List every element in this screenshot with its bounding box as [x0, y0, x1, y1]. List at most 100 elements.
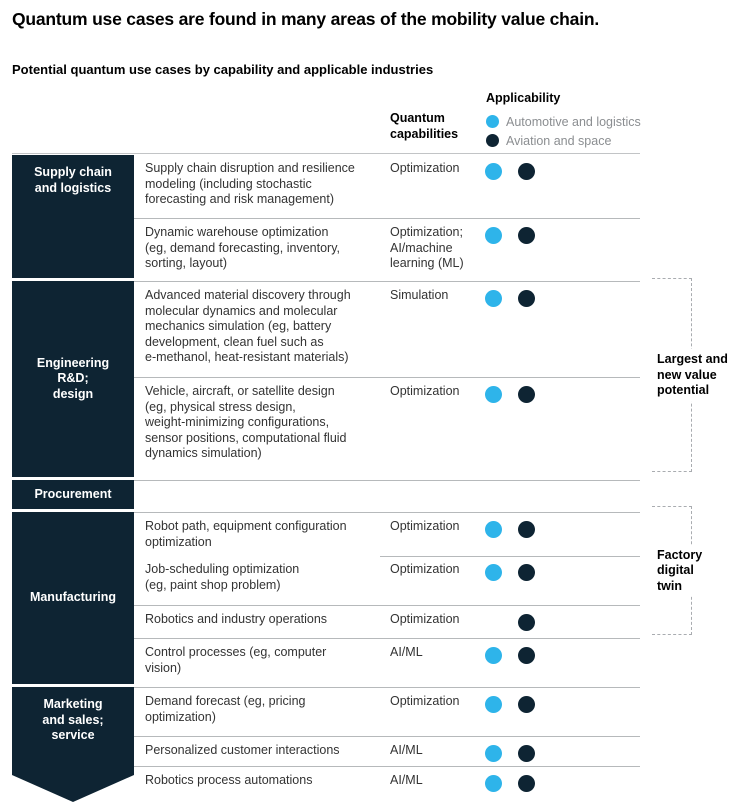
section-rows: [134, 480, 640, 509]
use-case-text: Robot path, equipment configuration opti…: [145, 519, 347, 549]
capability-text: AI/ML: [390, 773, 423, 787]
table-row: Robotics process automations AI/ML: [134, 766, 640, 796]
use-case-text: Demand forecast (eg, pricing optimizatio…: [145, 694, 306, 724]
aviation-dot-icon: [518, 386, 535, 403]
automotive-dot-icon: [485, 163, 502, 180]
table-row: Control processes (eg, computer vision) …: [134, 638, 640, 684]
category-cell: Procurement: [12, 480, 134, 509]
aviation-dot-icon: [518, 227, 535, 244]
capability-text: Optimization: [390, 612, 460, 626]
table-row: Robot path, equipment configuration opti…: [134, 513, 640, 556]
section-rows: Supply chain disruption and resilience m…: [134, 155, 640, 278]
use-case-text: Robotics process automations: [145, 773, 313, 787]
automotive-dot-icon: [485, 386, 502, 403]
applicability-dots: [485, 773, 535, 796]
aviation-legend-dot-icon: [486, 134, 499, 147]
use-case-text: Vehicle, aircraft, or satellite design (…: [145, 384, 347, 460]
table-row: Vehicle, aircraft, or satellite design (…: [134, 377, 640, 477]
table-row: Robotics and industry operations Optimiz…: [134, 605, 640, 638]
annotation-label: Factory digital twin: [657, 544, 745, 597]
capability-text: AI/ML: [390, 645, 423, 659]
automotive-dot-icon: [485, 647, 502, 664]
capability-text: Optimization; AI/machine learning (ML): [390, 225, 464, 270]
legend-item-automotive: Automotive and logistics: [486, 112, 641, 131]
quantum-capabilities-column-header: Quantum capabilities: [390, 111, 459, 141]
section-rows: Advanced material discovery through mole…: [134, 281, 640, 477]
applicability-dots: [485, 612, 535, 638]
use-case-text: Job-scheduling optimization (eg, paint s…: [145, 562, 300, 592]
automotive-legend-dot-icon: [486, 115, 499, 128]
use-case-text: Dynamic warehouse optimization (eg, dema…: [145, 225, 341, 270]
applicability-dots: [485, 288, 535, 377]
capability-text: AI/ML: [390, 743, 423, 757]
applicability-dots: [485, 519, 535, 556]
applicability-dots: [485, 743, 535, 766]
table-row: Personalized customer interactions AI/ML: [134, 736, 640, 766]
automotive-dot-icon: [485, 696, 502, 713]
category-cell: Engineering R&D; design: [12, 281, 134, 477]
category-cell: Supply chain and logistics: [12, 155, 134, 278]
exhibit-subtitle: Potential quantum use cases by capabilit…: [12, 62, 434, 77]
automotive-dot-icon: [485, 290, 502, 307]
bracket-largest-value-potential: Largest and new value potential: [652, 278, 745, 472]
use-case-text: Supply chain disruption and resilience m…: [145, 161, 355, 206]
use-case-text: Personalized customer interactions: [145, 743, 340, 757]
applicability-dots: [485, 487, 535, 509]
legend-title: Applicability: [486, 91, 561, 105]
aviation-dot-icon: [518, 745, 535, 762]
capability-text: [390, 487, 484, 509]
table-row: Job-scheduling optimization (eg, paint s…: [134, 556, 640, 605]
dot-placeholder: [485, 489, 502, 506]
legend-item-aviation: Aviation and space: [486, 131, 641, 150]
use-case-text: [145, 487, 379, 509]
dot-placeholder: [518, 489, 535, 506]
table-section: Procurement: [12, 480, 640, 509]
automotive-dot-icon: [485, 775, 502, 792]
table-row: Dynamic warehouse optimization (eg, dema…: [134, 218, 640, 278]
table-row: [134, 481, 640, 509]
use-case-text: Control processes (eg, computer vision): [145, 645, 327, 675]
applicability-dots: [485, 225, 535, 278]
use-case-text: Robotics and industry operations: [145, 612, 328, 626]
capability-text: Optimization: [390, 384, 460, 398]
aviation-dot-icon: [518, 647, 535, 664]
applicability-legend: Applicability Automotive and logistics A…: [486, 91, 641, 150]
table-section: Supply chain and logistics Supply chain …: [12, 155, 640, 278]
use-case-text: Advanced material discovery through mole…: [145, 288, 351, 364]
table-section: Engineering R&D; design Advanced materia…: [12, 281, 640, 477]
aviation-dot-icon: [518, 290, 535, 307]
dot-placeholder: [485, 614, 502, 631]
capability-text: Optimization: [390, 562, 460, 576]
automotive-dot-icon: [485, 521, 502, 538]
aviation-dot-icon: [518, 696, 535, 713]
table-top-divider: [12, 153, 640, 154]
table-section: Manufacturing Robot path, equipment conf…: [12, 512, 640, 684]
table-row: Advanced material discovery through mole…: [134, 282, 640, 377]
legend-item-label: Automotive and logistics: [506, 114, 641, 129]
bracket-factory-digital-twin: Factory digital twin: [652, 506, 745, 635]
applicability-dots: [485, 161, 535, 218]
category-cell: Marketing and sales; service: [12, 687, 134, 802]
capability-text: Optimization: [390, 519, 460, 533]
applicability-dots: [485, 562, 535, 605]
table-row: Demand forecast (eg, pricing optimizatio…: [134, 688, 640, 736]
aviation-dot-icon: [518, 163, 535, 180]
aviation-dot-icon: [518, 775, 535, 792]
section-rows: Robot path, equipment configuration opti…: [134, 512, 640, 684]
section-rows: Demand forecast (eg, pricing optimizatio…: [134, 687, 640, 796]
applicability-dots: [485, 384, 535, 477]
aviation-dot-icon: [518, 521, 535, 538]
table-section: Marketing and sales; service Demand fore…: [12, 687, 640, 802]
category-cell: Manufacturing: [12, 512, 134, 684]
capability-text: Optimization: [390, 694, 460, 708]
annotation-label: Largest and new value potential: [657, 348, 745, 402]
automotive-dot-icon: [485, 227, 502, 244]
use-case-table: Supply chain and logistics Supply chain …: [12, 155, 640, 802]
page-title: Quantum use cases are found in many area…: [12, 9, 600, 29]
capability-text: Simulation: [390, 288, 449, 302]
automotive-dot-icon: [485, 564, 502, 581]
applicability-dots: [485, 694, 535, 736]
applicability-dots: [485, 645, 535, 684]
automotive-dot-icon: [485, 745, 502, 762]
